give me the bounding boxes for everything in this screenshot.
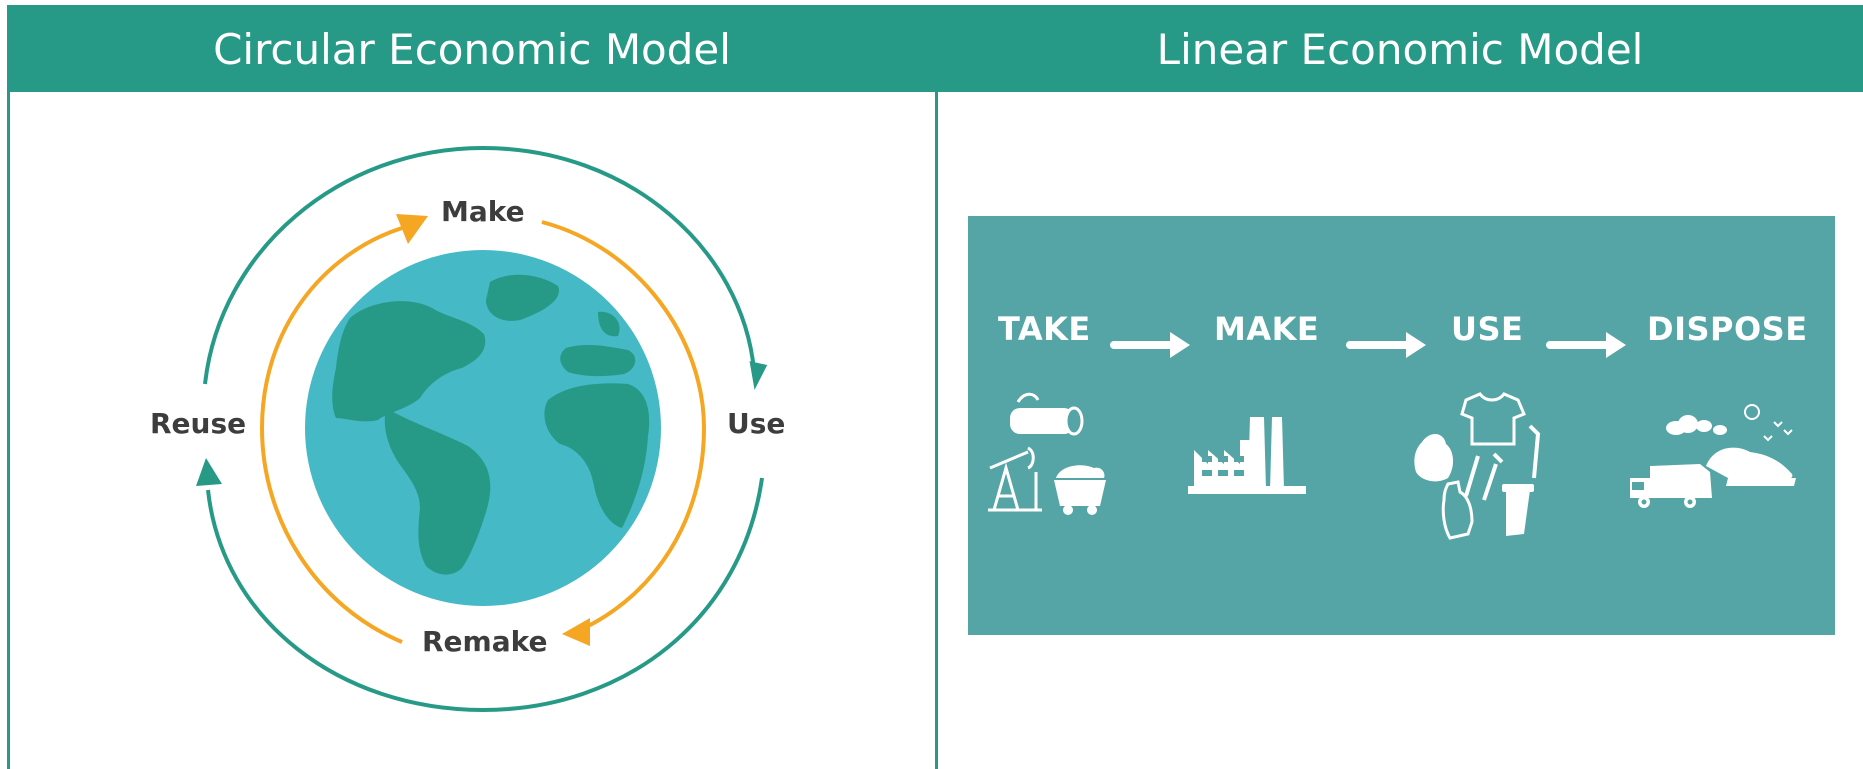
remake-to-make-arc: [259, 226, 403, 644]
garbage-truck-icon: [1630, 464, 1712, 508]
left-border: [7, 92, 10, 769]
cutlery-icon: [1464, 452, 1504, 501]
linear-flow-box: TAKE MAKE USE DISPOSE: [968, 216, 1835, 635]
arrow-take-make-icon: [1110, 332, 1190, 358]
straw-icon: [1528, 424, 1541, 479]
stage-make-label: Make: [441, 195, 525, 228]
stage-reuse-label: Reuse: [150, 407, 247, 440]
africa-shape: [544, 383, 650, 528]
log-icon: [1010, 392, 1084, 436]
north-america-shape: [332, 301, 486, 422]
linear-icons-graphic: [988, 332, 1796, 540]
linear-model-title: Linear Economic Model: [1156, 25, 1644, 74]
birds-icon: [1763, 421, 1793, 442]
bottle-icon: [1441, 480, 1474, 540]
make-to-use-arc: [203, 145, 756, 385]
landfill-icon: [1706, 447, 1796, 486]
step-dispose: DISPOSE: [1647, 310, 1808, 348]
panel-divider: [935, 92, 938, 769]
greenland-shape: [486, 274, 560, 321]
earth-icon: [305, 250, 661, 606]
circular-model-title: Circular Economic Model: [213, 25, 731, 74]
europe-shape: [560, 344, 636, 377]
flow-arrows: [1110, 332, 1626, 358]
header-band: Circular Economic Model Linear Economic …: [7, 5, 1863, 92]
cup-icon: [1502, 484, 1534, 536]
bag-icon: [1414, 433, 1454, 482]
sun-icon: [1744, 404, 1760, 420]
mine-cart-icon: [1054, 465, 1106, 515]
arrow-use-dispose-icon: [1546, 332, 1626, 358]
arrowhead-use-icon: [749, 361, 768, 390]
step-take: TAKE: [998, 310, 1091, 348]
step-use: USE: [1451, 310, 1524, 348]
oil-pump-icon: [988, 446, 1042, 512]
arrow-make-use-icon: [1346, 332, 1426, 358]
shirt-icon: [1460, 392, 1526, 446]
south-america-shape: [384, 408, 491, 575]
stage-use-label: Use: [727, 407, 786, 440]
arrowhead-reuse-icon: [196, 458, 222, 486]
arrowhead-remake-icon: [562, 618, 590, 646]
step-make: MAKE: [1214, 310, 1320, 348]
cloud-icon: [1666, 415, 1727, 435]
make-to-remake-arc: [541, 220, 707, 632]
factory-icon: [1188, 417, 1306, 494]
arrowhead-make-icon: [396, 214, 428, 244]
use-to-reuse-arc: [206, 477, 764, 713]
outer-cycle-arrows: [203, 145, 764, 713]
scandinavia-shape: [598, 311, 620, 337]
stage-remake-label: Remake: [422, 625, 548, 658]
inner-cycle-arrows: [259, 220, 707, 644]
